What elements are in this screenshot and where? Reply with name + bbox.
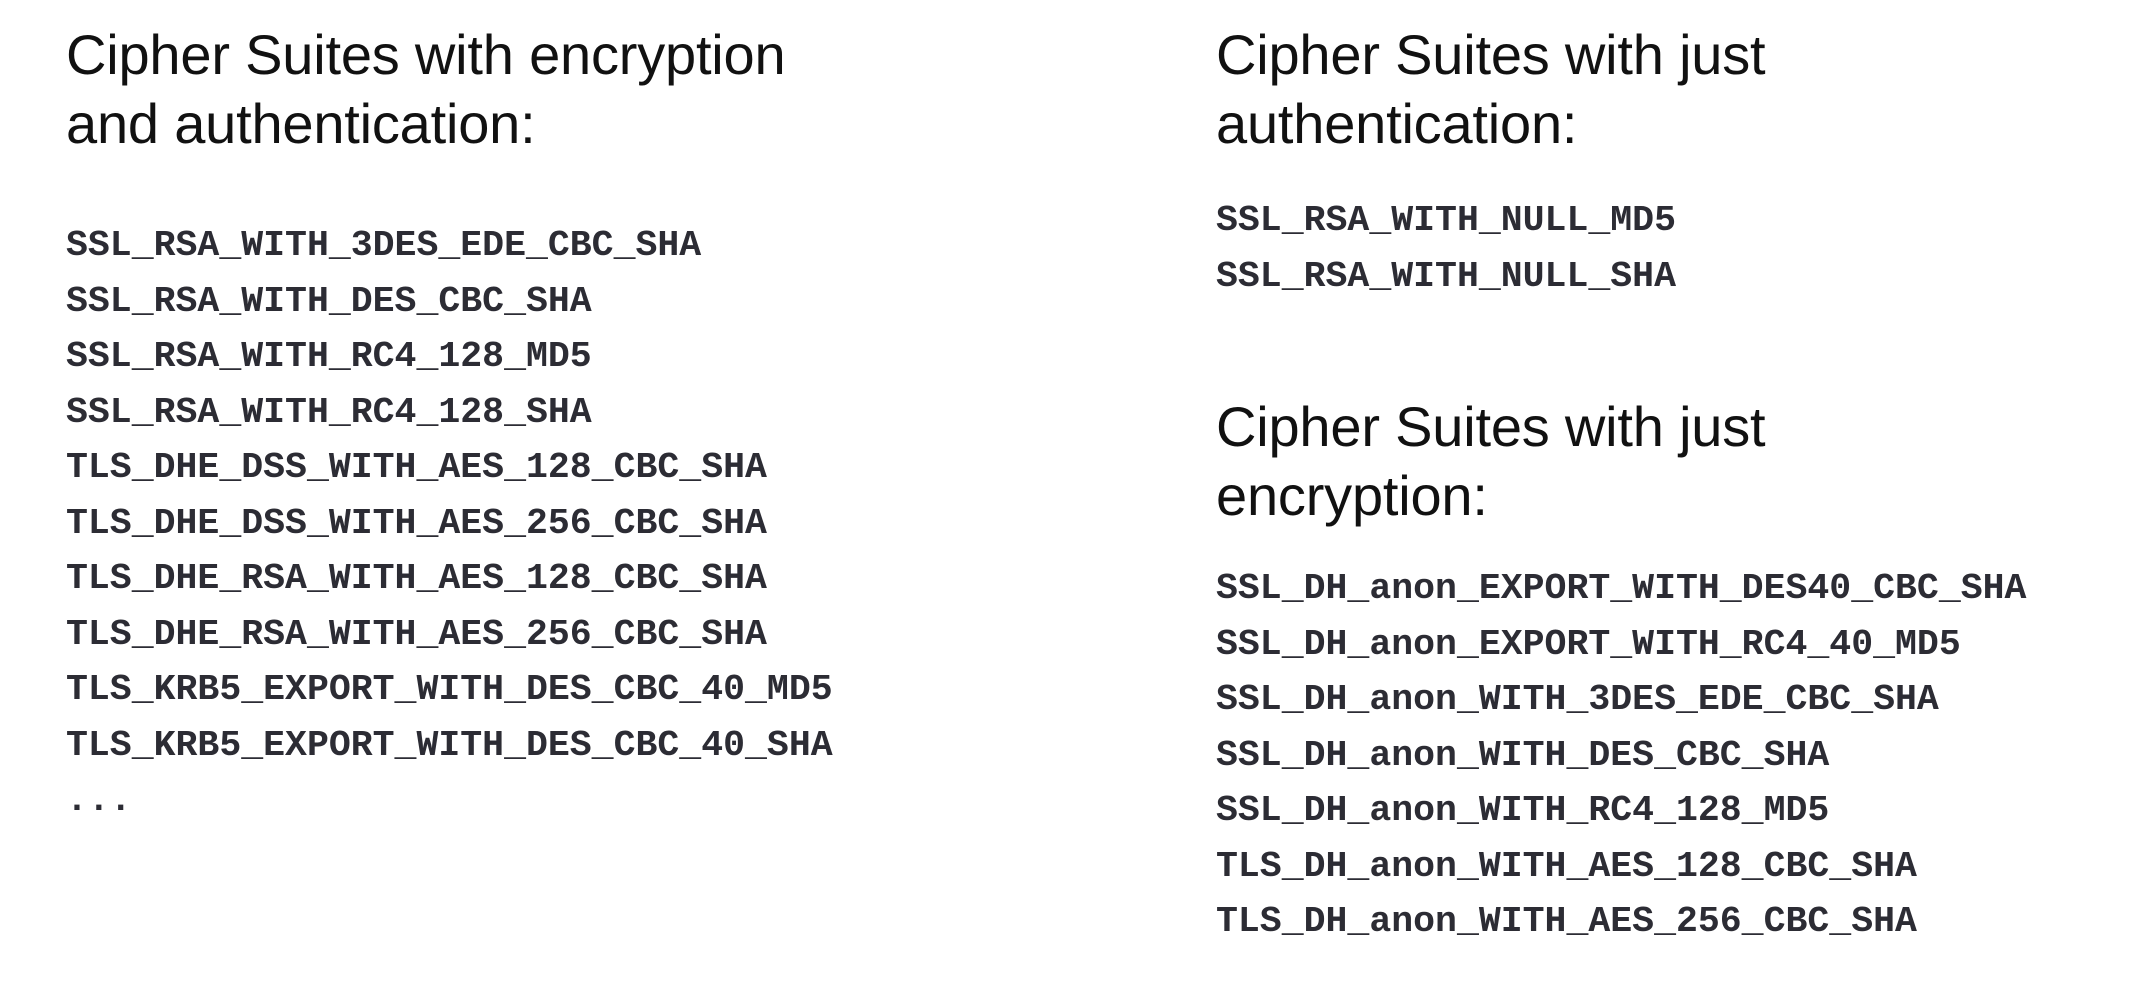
cipher-suite-item: SSL_DH_anon_WITH_RC4_128_MD5 [1216, 790, 1830, 831]
cipher-suite-item: TLS_DHE_DSS_WITH_AES_256_CBC_SHA [66, 502, 767, 544]
cipher-suite-item: TLS_KRB5_EXPORT_WITH_DES_CBC_40_SHA [66, 724, 833, 766]
cipher-suite-item: SSL_DH_anon_EXPORT_WITH_DES40_CBC_SHA [1216, 568, 2027, 609]
auth-only-heading: Cipher Suites with just authentication: [1216, 23, 1766, 155]
cipher-suite-item: SSL_RSA_WITH_RC4_128_MD5 [66, 336, 592, 377]
cipher-suite-item: SSL_DH_anon_WITH_DES_CBC_SHA [1216, 734, 1830, 776]
enc-only-suite-list: SSL_DH_anon_EXPORT_WITH_DES40_CBC_SHA SSL… [1216, 561, 2026, 950]
cipher-suite-item: TLS_KRB5_EXPORT_WITH_DES_CBC_40_MD5 [66, 669, 833, 710]
cipher-suite-item: TLS_DH_anon_WITH_AES_256_CBC_SHA [1216, 901, 1917, 942]
cipher-suite-item: SSL_RSA_WITH_DES_CBC_SHA [66, 280, 592, 322]
cipher-suite-item: TLS_DHE_RSA_WITH_AES_128_CBC_SHA [66, 558, 767, 599]
cipher-suite-item: TLS_DH_anon_WITH_AES_128_CBC_SHA [1216, 845, 1917, 887]
cipher-suite-item: SSL_RSA_WITH_RC4_128_SHA [66, 391, 592, 433]
cipher-suite-item: SSL_RSA_WITH_NULL_SHA [1216, 255, 1676, 297]
enc-auth-suite-list: SSL_RSA_WITH_3DES_EDE_CBC_SHA SSL_RSA_WIT… [66, 218, 833, 829]
enc-only-heading: Cipher Suites with just encryption: [1216, 395, 1766, 527]
cipher-suite-item: TLS_DHE_DSS_WITH_AES_128_CBC_SHA [66, 447, 767, 488]
cipher-suite-item: SSL_RSA_WITH_NULL_MD5 [1216, 200, 1676, 241]
cipher-suite-item: SSL_RSA_WITH_3DES_EDE_CBC_SHA [66, 225, 702, 266]
cipher-suite-item: TLS_DHE_RSA_WITH_AES_256_CBC_SHA [66, 613, 767, 655]
cipher-suite-item: SSL_DH_anon_WITH_3DES_EDE_CBC_SHA [1216, 679, 1939, 720]
cipher-suite-item: ... [66, 780, 132, 821]
enc-auth-heading: Cipher Suites with encryption and authen… [66, 23, 786, 155]
cipher-suite-item: SSL_DH_anon_EXPORT_WITH_RC4_40_MD5 [1216, 623, 1961, 665]
